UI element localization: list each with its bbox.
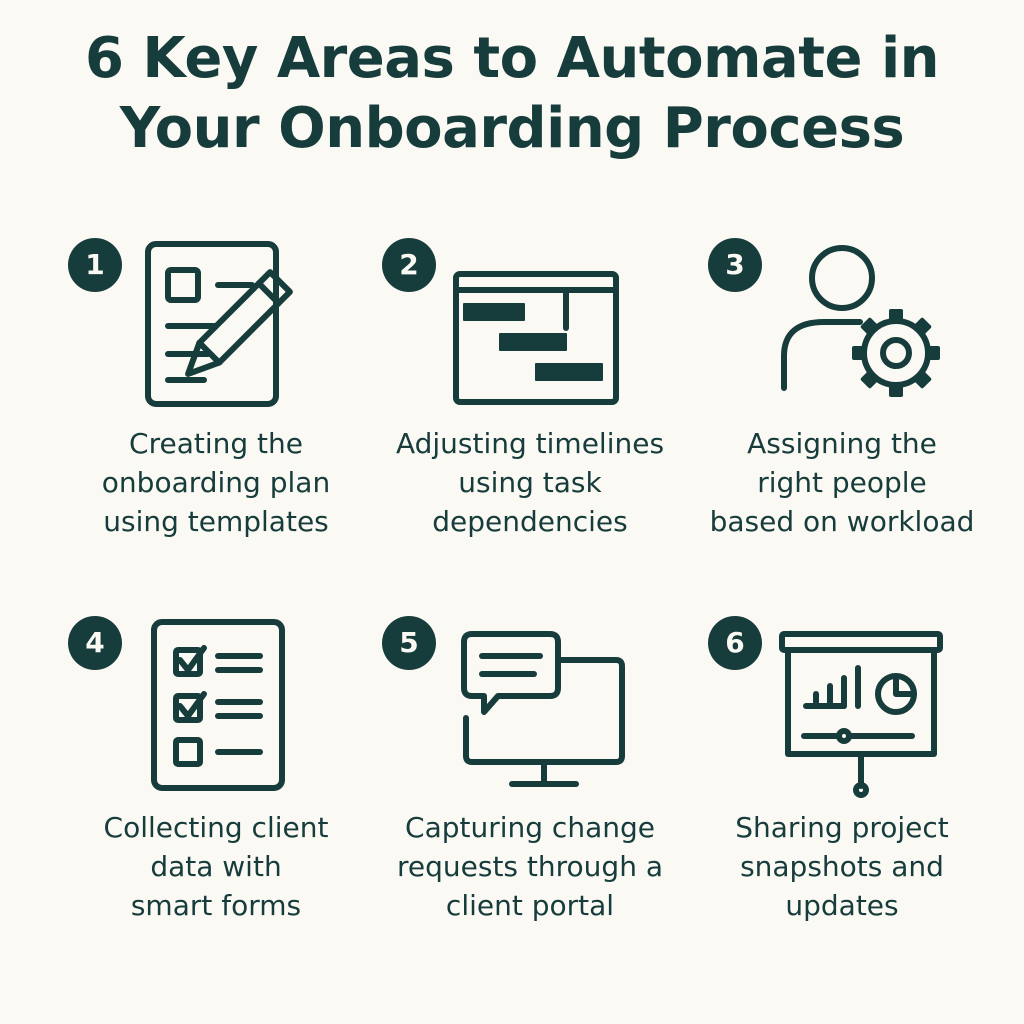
step-number-badge: 5 bbox=[382, 616, 436, 670]
step-number-badge: 1 bbox=[68, 238, 122, 292]
monitor-chat-icon bbox=[454, 628, 634, 798]
caption-line: Assigning the bbox=[747, 427, 937, 460]
caption-line: Creating the bbox=[129, 427, 303, 460]
gantt-chart-icon bbox=[450, 268, 622, 408]
step-caption: Creating the onboarding plan using templ… bbox=[56, 424, 376, 541]
caption-line: requests through a bbox=[397, 850, 663, 883]
caption-line: dependencies bbox=[432, 505, 628, 538]
caption-line: using task bbox=[458, 466, 602, 499]
step-caption: Adjusting timelines using task dependenc… bbox=[370, 424, 690, 541]
checklist-icon bbox=[148, 616, 288, 796]
presentation-board-icon bbox=[778, 630, 948, 800]
step-number-badge: 3 bbox=[708, 238, 762, 292]
caption-line: data with bbox=[150, 850, 282, 883]
document-pencil-icon bbox=[136, 238, 336, 418]
step-caption: Capturing change requests through a clie… bbox=[370, 808, 690, 925]
step-number-badge: 4 bbox=[68, 616, 122, 670]
step-card-5: 5 Capturing change requests through a cl… bbox=[370, 606, 690, 936]
person-gear-icon bbox=[776, 238, 956, 408]
step-number-badge: 2 bbox=[382, 238, 436, 292]
caption-line: Collecting client bbox=[103, 811, 329, 844]
caption-line: Sharing project bbox=[735, 811, 949, 844]
caption-line: client portal bbox=[445, 889, 615, 922]
step-caption: Assigning the right people based on work… bbox=[682, 424, 1002, 541]
caption-line: updates bbox=[785, 889, 899, 922]
title-line-2: Your Onboarding Process bbox=[119, 96, 905, 161]
caption-line: smart forms bbox=[130, 889, 302, 922]
step-card-1: 1 Creating the onboarding plan using tem… bbox=[56, 228, 376, 558]
title-line-1: 6 Key Areas to Automate in bbox=[84, 26, 940, 91]
page-title: 6 Key Areas to Automate in Your Onboardi… bbox=[0, 24, 1024, 164]
step-card-2: 2 Adjusting timelines using task depende… bbox=[370, 228, 690, 558]
caption-line: onboarding plan bbox=[101, 466, 331, 499]
caption-line: right people bbox=[757, 466, 927, 499]
caption-line: using templates bbox=[103, 505, 329, 538]
step-caption: Sharing project snapshots and updates bbox=[682, 808, 1002, 925]
step-number-badge: 6 bbox=[708, 616, 762, 670]
caption-line: snapshots and bbox=[740, 850, 944, 883]
step-card-4: 4 Collecting client data with smart form… bbox=[56, 606, 376, 936]
caption-line: based on workload bbox=[709, 505, 975, 538]
caption-line: Adjusting timelines bbox=[395, 427, 665, 460]
caption-line: Capturing change bbox=[405, 811, 655, 844]
step-card-3: 3 Assigning the right bbox=[682, 228, 1002, 558]
step-card-6: 6 Sharing project snapshots and updates bbox=[682, 606, 1002, 936]
step-caption: Collecting client data with smart forms bbox=[56, 808, 376, 925]
